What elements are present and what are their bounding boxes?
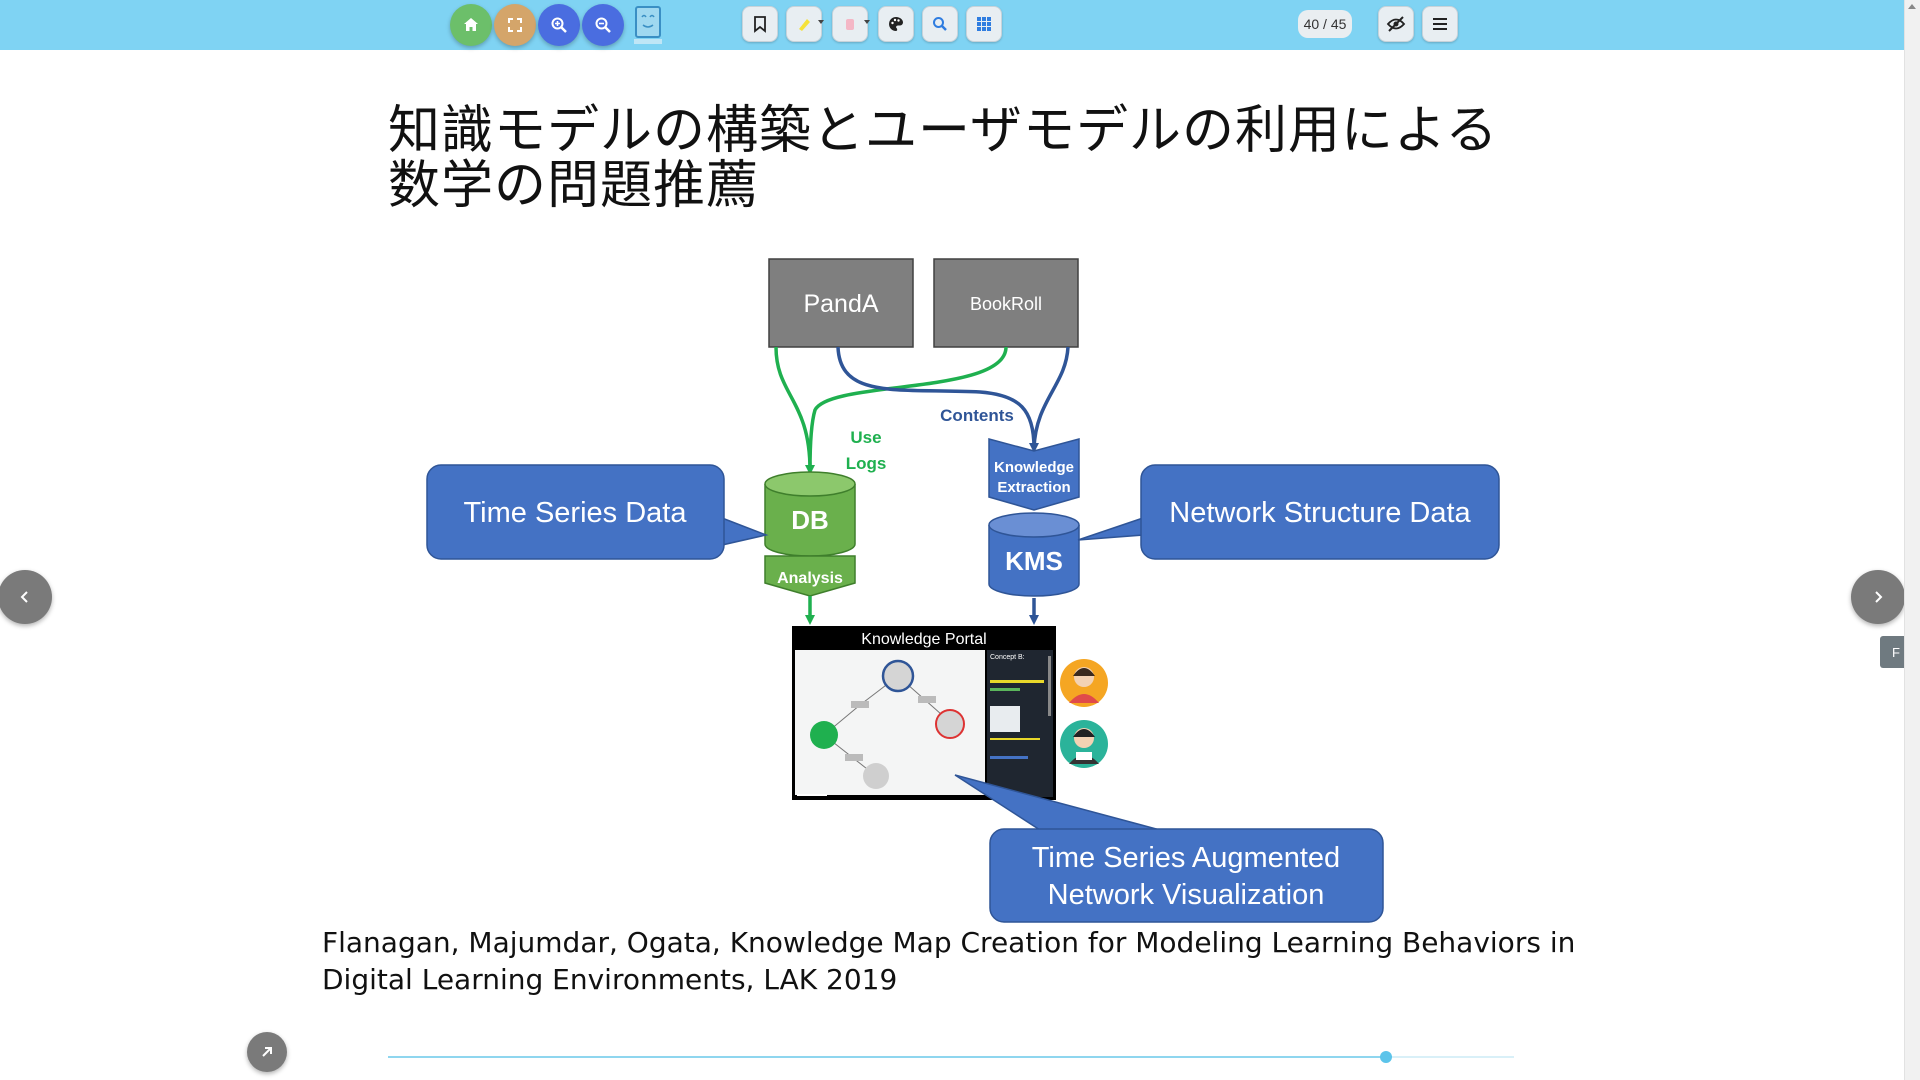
fullscreen-button[interactable] (494, 4, 536, 46)
top-toolbar: 40 / 45 (0, 0, 1904, 50)
analysis-shape: Analysis (764, 555, 856, 597)
bookmark-button[interactable] (742, 6, 778, 42)
db-label: DB (791, 505, 829, 535)
eraser-dropdown-icon[interactable] (864, 20, 870, 24)
menu-icon (1433, 18, 1447, 30)
arrow-up-right-icon (262, 1047, 272, 1057)
portal-side-title: Concept B: (990, 654, 1025, 661)
highlighter-button[interactable] (786, 6, 822, 42)
next-page-button[interactable] (1851, 570, 1905, 624)
fullscreen-icon (508, 18, 522, 32)
bookroll-to-kms-line (1032, 346, 1070, 449)
panda-box: PandA (768, 258, 914, 348)
scroll-up-arrow-icon[interactable] (1908, 4, 1916, 9)
chevron-left-icon (20, 591, 28, 603)
knowledge-portal-thumbnail: Knowledge Portal Concept B: (792, 626, 1056, 800)
time-series-data-callout: Time Series Data (426, 464, 769, 560)
portal-node (810, 721, 838, 749)
bookmark-icon (754, 16, 766, 33)
bookroll-label: BookRoll (970, 294, 1042, 314)
knowledge-extraction-shape: Knowledge Extraction (988, 438, 1080, 511)
panda-label: PandA (803, 290, 878, 318)
expand-button[interactable] (247, 1032, 287, 1072)
network-structure-data-callout: Network Structure Data (1077, 464, 1500, 560)
panda-to-kms-line (836, 346, 1039, 453)
palette-icon (889, 17, 903, 31)
db-cylinder: DB (764, 471, 856, 557)
augmented-label-line1: Time Series Augmented (1032, 842, 1340, 874)
app-logo-icon[interactable] (630, 3, 666, 47)
kms-label: KMS (1005, 546, 1063, 576)
highlighter-icon (799, 19, 810, 31)
bookroll-box: BookRoll (933, 258, 1079, 348)
time-series-data-label: Time Series Data (464, 497, 688, 529)
use-logs-label-line1: Use (850, 428, 881, 447)
network-structure-data-label: Network Structure Data (1169, 497, 1471, 529)
eraser-icon (846, 19, 854, 30)
bookroll-to-db-line (808, 346, 1008, 471)
grid-icon (977, 17, 991, 31)
portal-node (863, 763, 889, 789)
augmented-label-line2: Network Visualization (1048, 879, 1325, 911)
zoom-out-icon (595, 17, 611, 33)
eraser-button[interactable] (832, 6, 868, 42)
portal-node (881, 659, 915, 693)
search-button[interactable] (922, 6, 958, 42)
contents-label: Contents (940, 406, 1014, 425)
highlighter-dropdown-icon[interactable] (818, 20, 824, 24)
augmented-visualization-callout: Time Series Augmented Network Visualizat… (954, 774, 1384, 923)
student-avatar (1060, 720, 1108, 768)
chevron-right-icon (1875, 591, 1883, 603)
panda-to-db-line (774, 346, 815, 475)
kms-cylinder: KMS (988, 512, 1080, 597)
teacher-avatar (1060, 659, 1108, 707)
zoom-in-icon (551, 17, 567, 33)
page-counter: 40 / 45 (1298, 10, 1352, 38)
slide-title-line2: 数学の問題推薦 (388, 156, 760, 216)
hide-icon (1386, 16, 1406, 32)
hide-annotations-button[interactable] (1378, 6, 1414, 42)
page-progress-handle[interactable] (1380, 1051, 1392, 1063)
knowledge-portal-label: Knowledge Portal (861, 631, 986, 648)
use-logs-label-line2: Logs (846, 454, 887, 473)
knowledge-extraction-label-line1: Knowledge (994, 459, 1074, 476)
menu-button[interactable] (1422, 6, 1458, 42)
zoom-out-button[interactable] (582, 4, 624, 46)
citation-text: Flanagan, Majumdar, Ogata, Knowledge Map… (322, 926, 1576, 996)
palette-button[interactable] (878, 6, 914, 42)
home-button[interactable] (450, 4, 492, 46)
analysis-label: Analysis (777, 570, 843, 587)
page-progress-track[interactable] (388, 1056, 1514, 1058)
home-icon (464, 18, 478, 31)
vertical-scrollbar[interactable] (1904, 0, 1920, 1080)
knowledge-extraction-label-line2: Extraction (997, 479, 1070, 496)
slide-title-line1: 知識モデルの構築とユーザモデルの利用による (388, 101, 1499, 161)
side-panel-tab[interactable]: F (1880, 636, 1904, 668)
zoom-in-button[interactable] (538, 4, 580, 46)
search-icon (933, 17, 947, 31)
page-progress-remaining (1386, 1056, 1514, 1058)
portal-node (935, 709, 965, 739)
slide-title: 知識モデルの構築とユーザモデルの利用による 数学の問題推薦 (388, 104, 1498, 214)
previous-page-button[interactable] (0, 570, 52, 624)
thumbnail-grid-button[interactable] (966, 6, 1002, 42)
